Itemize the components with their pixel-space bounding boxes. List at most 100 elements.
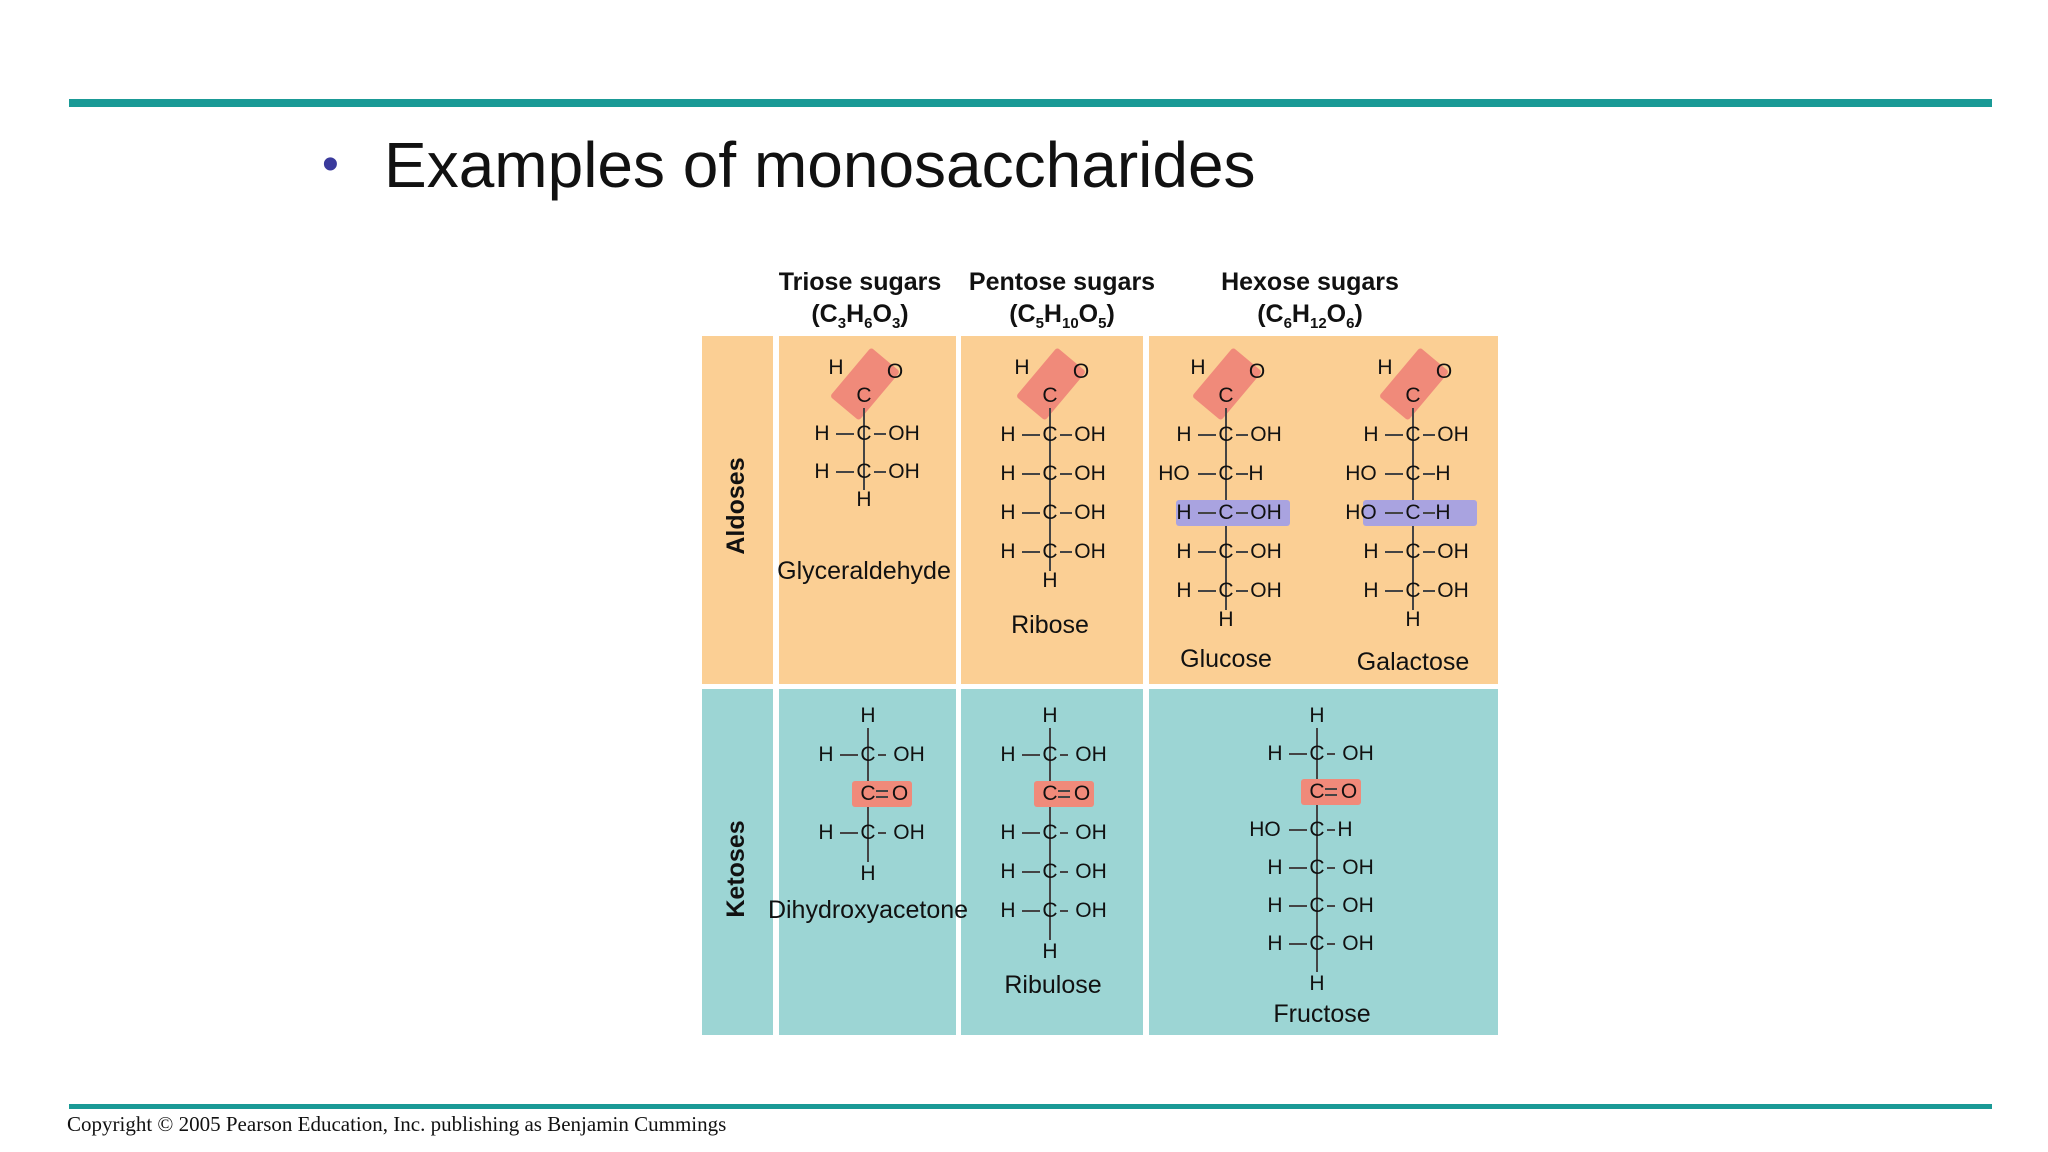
atom-h: H <box>1267 742 1283 765</box>
bond-line <box>1060 473 1072 475</box>
atom-o: O <box>1435 360 1453 383</box>
atom-h: H <box>1000 899 1016 922</box>
atom-oh: OH <box>1074 540 1106 563</box>
bond-line <box>1327 905 1335 907</box>
atom-h: H <box>814 422 830 445</box>
bond-line <box>836 471 854 473</box>
bond-line <box>1236 434 1248 436</box>
atom-c: C <box>1405 540 1421 563</box>
top-rule <box>69 99 1992 107</box>
atom-h: H <box>1363 540 1379 563</box>
atom-c: C <box>1309 894 1325 917</box>
bond-line <box>1423 551 1435 553</box>
molecule-name-ribulose: Ribulose <box>1004 971 1102 999</box>
bond-line <box>1423 473 1435 475</box>
column-header-pentose: Pentose sugars (C5H10O5) <box>952 266 1172 340</box>
atom-oh: OH <box>1250 501 1282 524</box>
atom-h: H <box>1267 856 1283 879</box>
bond-line <box>1423 434 1435 436</box>
atom-c: C <box>1405 501 1421 524</box>
column-name: Pentose sugars <box>968 268 1156 296</box>
bond-line <box>1060 871 1068 873</box>
atom-h: H <box>1377 356 1393 379</box>
bond-line <box>878 754 886 756</box>
atom-h: H <box>1267 894 1283 917</box>
bond-line <box>1060 754 1068 756</box>
isomer-highlight <box>1176 500 1290 526</box>
atom-h: H <box>1218 608 1234 631</box>
atom-h: H <box>818 743 834 766</box>
atom-c: C <box>1309 780 1325 803</box>
bond-line <box>1198 551 1216 553</box>
bond-line <box>874 433 886 435</box>
atom-h: H <box>1309 704 1325 727</box>
bond-line <box>836 433 854 435</box>
atom-o: O <box>1340 780 1358 803</box>
atom-h: H <box>1435 462 1451 485</box>
bond-line <box>1289 943 1307 945</box>
atom-h: H <box>1042 569 1058 592</box>
bond-line <box>1327 829 1335 831</box>
atom-c: C <box>1218 384 1234 407</box>
copyright-text: Copyright © 2005 Pearson Education, Inc.… <box>67 1112 727 1136</box>
row-label-aldoses: Aldoses <box>722 457 750 555</box>
atom-h: H <box>1267 932 1283 955</box>
molecule-name-ribose: Ribose <box>1011 611 1089 639</box>
atom-oh: OH <box>1250 540 1282 563</box>
bond-line <box>1022 512 1040 514</box>
column-formula: (C5H10O5) <box>1009 300 1115 332</box>
atom-c: C <box>1042 423 1058 446</box>
atom-oh: OH <box>1437 423 1469 446</box>
atom-h: H <box>860 862 876 885</box>
atom-c: C <box>860 821 876 844</box>
atom-h: H <box>1000 821 1016 844</box>
aldose-row-label-cell <box>702 336 773 684</box>
atom-oh: OH <box>888 422 920 445</box>
atom-c: C <box>1042 501 1058 524</box>
bond-line <box>1316 728 1318 972</box>
atom-h: H <box>828 356 844 379</box>
atom-h: H <box>1000 860 1016 883</box>
column-formula: (C6H12O6) <box>1257 300 1363 332</box>
atom-c: C <box>1218 540 1234 563</box>
atom-h: H <box>1176 501 1192 524</box>
bond-line <box>876 790 888 792</box>
bond-line <box>1198 512 1216 514</box>
atom-h: H <box>1435 501 1451 524</box>
atom-h: H <box>814 460 830 483</box>
bond-line <box>1236 473 1248 475</box>
bond-line <box>1198 590 1216 592</box>
molecule-name-glucose: Glucose <box>1180 645 1272 673</box>
molecule-name-fructose: Fructose <box>1273 1000 1371 1028</box>
bond-line <box>1325 794 1337 796</box>
atom-h: H <box>1000 423 1016 446</box>
atom-h: H <box>1337 818 1353 841</box>
bond-line <box>1327 943 1335 945</box>
bond-line <box>1236 590 1248 592</box>
bond-line <box>1289 829 1307 831</box>
bond-line <box>1236 551 1248 553</box>
atom-ho: HO <box>1158 462 1190 485</box>
bond-line <box>1198 434 1216 436</box>
bond-line <box>1049 728 1051 940</box>
bond-line <box>1325 788 1337 790</box>
atom-c: C <box>1042 782 1058 805</box>
atom-oh: OH <box>1074 462 1106 485</box>
atom-oh: OH <box>1250 579 1282 602</box>
bond-line <box>874 471 886 473</box>
title-bullet: • <box>322 138 339 191</box>
atom-c: C <box>1042 462 1058 485</box>
atom-c: C <box>1309 856 1325 879</box>
atom-oh: OH <box>1075 899 1107 922</box>
carbonyl-highlight <box>1034 781 1094 807</box>
bond-line <box>1385 473 1403 475</box>
column-header-hexose: Hexose sugars (C6H12O6) <box>1200 266 1420 340</box>
bond-line <box>1385 590 1403 592</box>
atom-c: C <box>1309 818 1325 841</box>
bond-line <box>1022 551 1040 553</box>
atom-h: H <box>1248 462 1264 485</box>
bond-line <box>1060 910 1068 912</box>
atom-c: C <box>860 743 876 766</box>
atom-ho: HO <box>1249 818 1281 841</box>
